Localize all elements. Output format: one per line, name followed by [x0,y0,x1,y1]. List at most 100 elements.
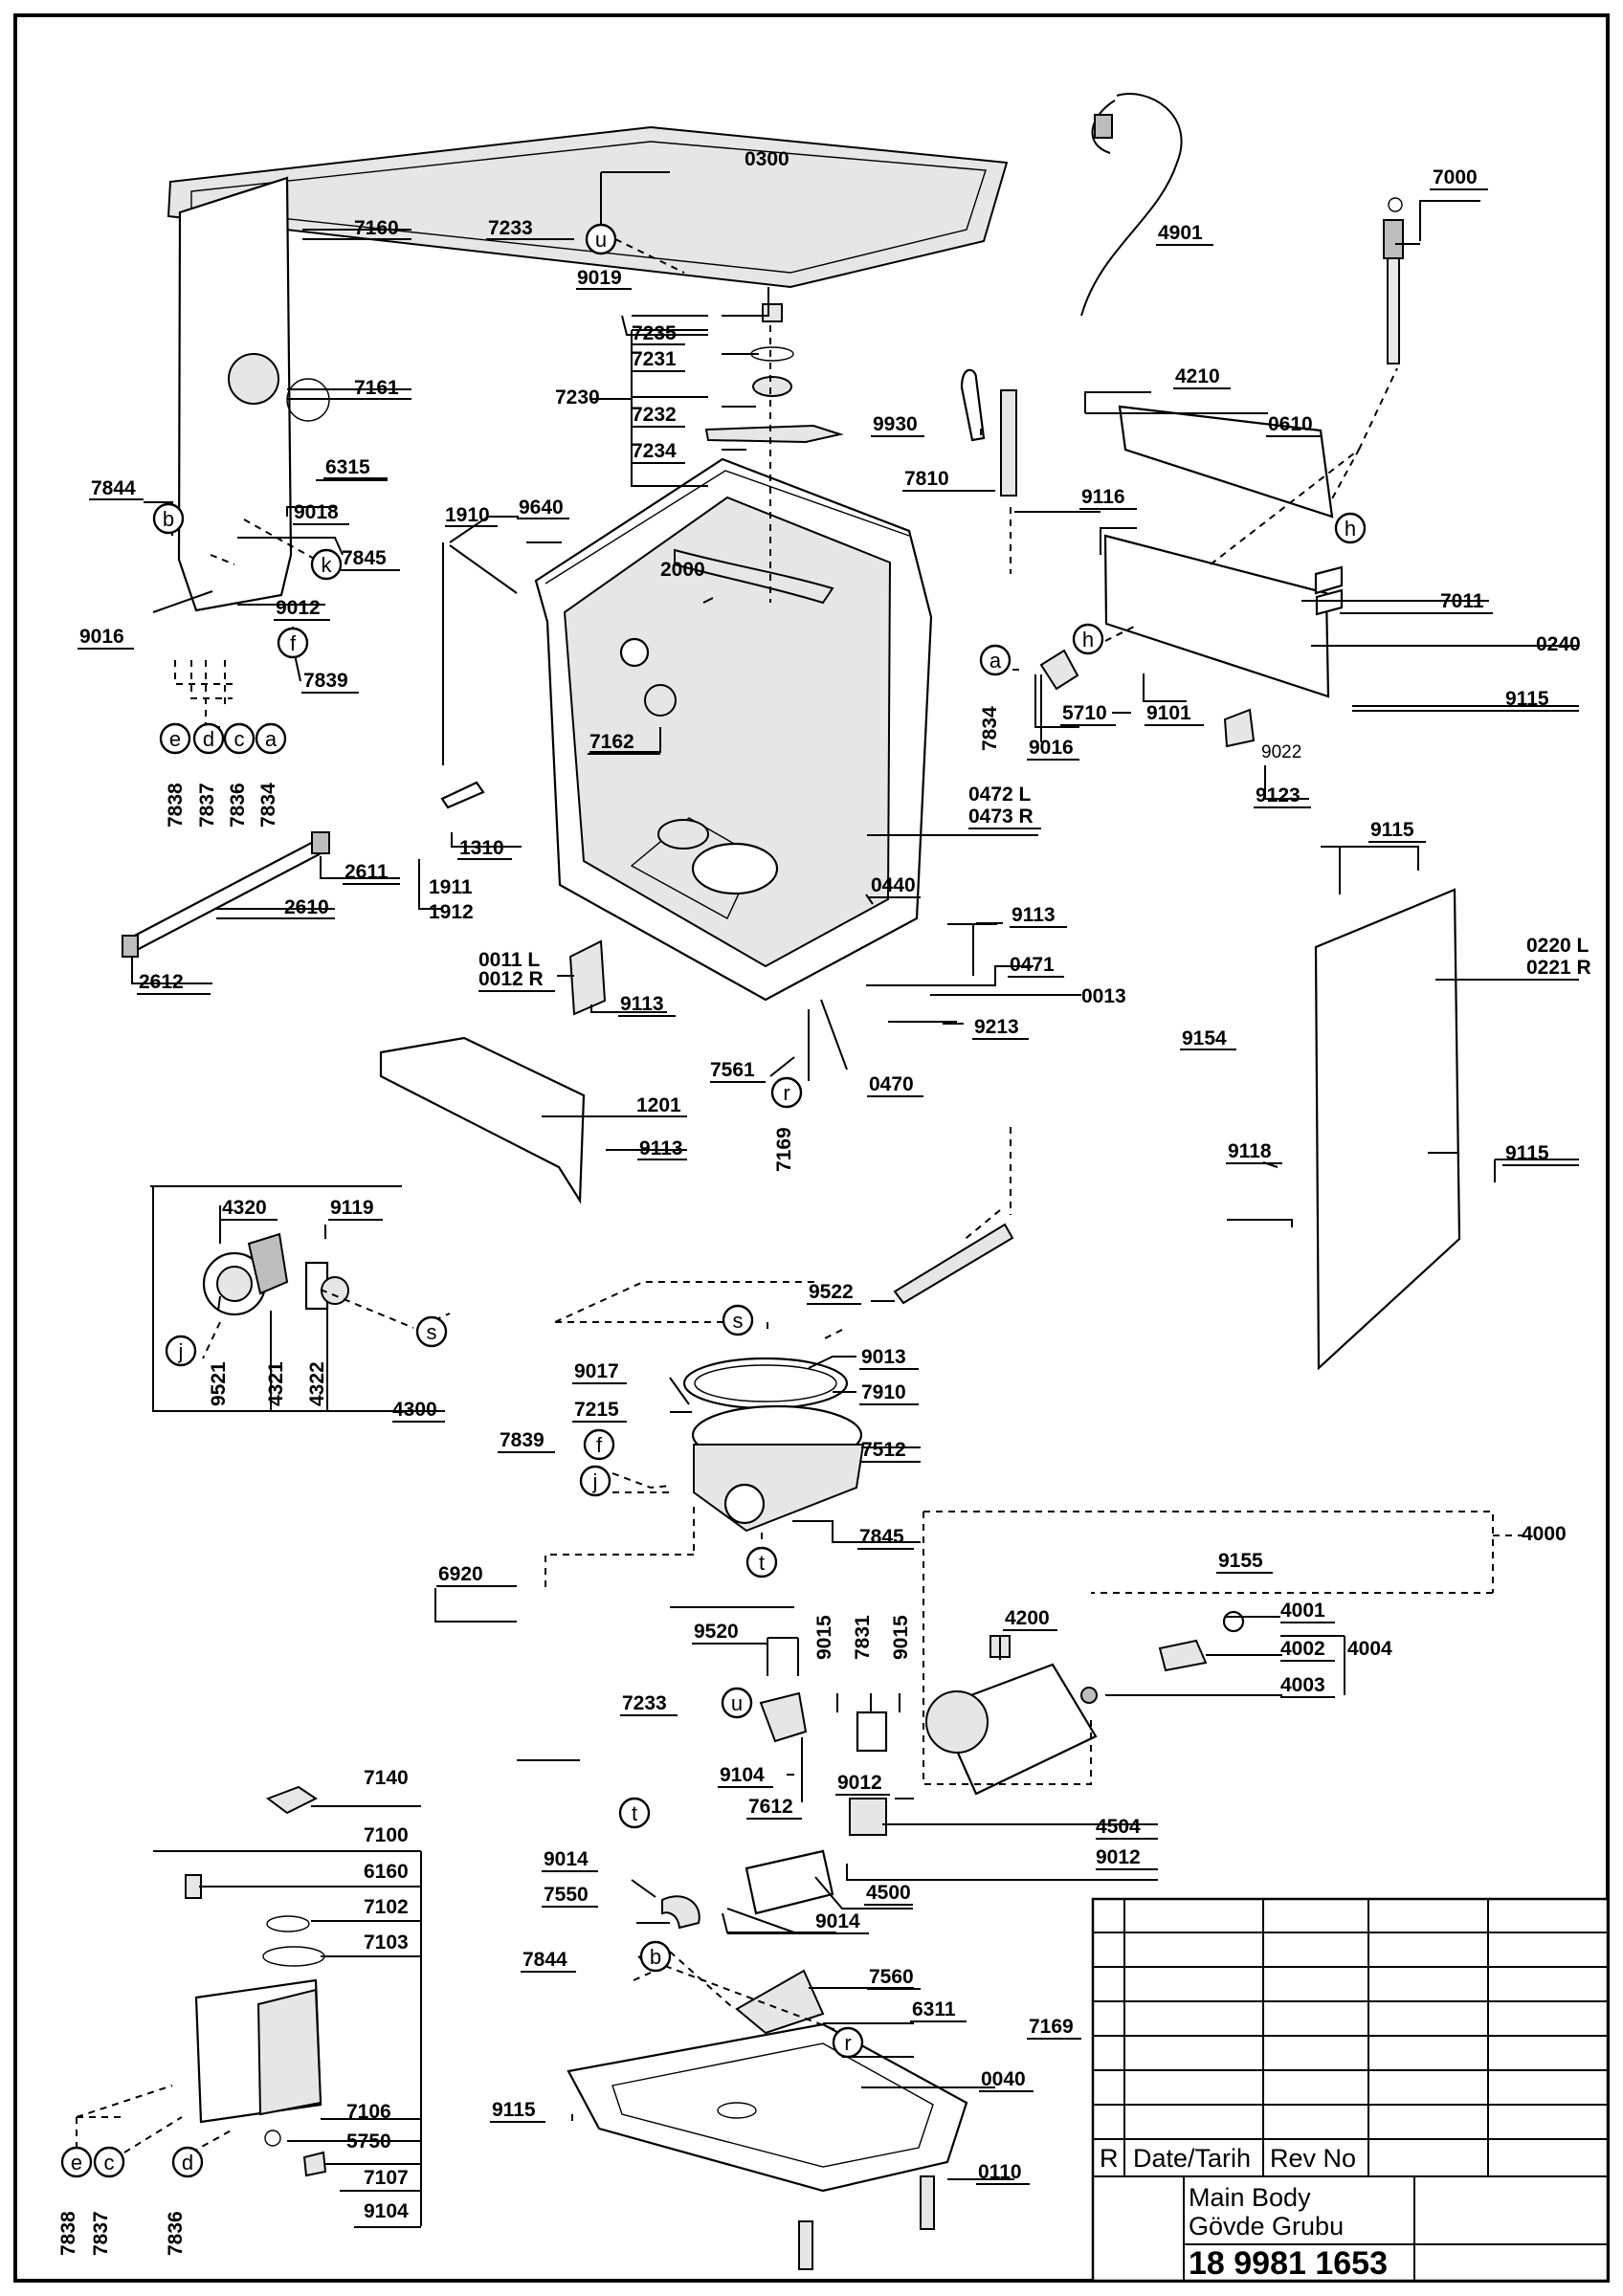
part-label: 9115 [492,2099,536,2121]
callout-j: j [579,1465,611,1497]
part-label: 9104 [720,1764,765,1786]
part-label: 0471 [1010,954,1055,976]
part-label: 1912 [429,901,474,923]
part-label: 9017 [574,1360,619,1382]
part-label: 9123 [1256,784,1301,806]
part-label: 7845 [342,547,387,569]
part-label: 5750 [346,2130,391,2152]
part-label: 0240 [1536,633,1581,655]
leader-lines [131,171,1579,2228]
part-label: 9016 [1029,737,1074,759]
part-label: 7838 [57,2211,79,2256]
svg-text:e: e [169,727,181,751]
svg-text:e: e [71,2151,82,2175]
part-label: 9521 [208,1361,230,1406]
title-block: R Date/Tarih Rev No Main Body Gövde Grub… [1091,1897,1610,2283]
part-label: 7000 [1433,166,1478,188]
svg-text:u: u [731,1691,743,1715]
part-label: 4901 [1158,222,1203,244]
part-label: 4003 [1280,1674,1325,1696]
part-label: 9016 [79,626,124,648]
callout-u: u [585,223,617,255]
callout-j: j [165,1335,197,1367]
part-label: 7233 [622,1692,667,1714]
part-label: 9012 [276,597,321,619]
part-label: 9115 [1505,1142,1549,1164]
part-label: 6315 [325,456,370,478]
label-underlines [78,188,1579,2185]
part-label: 7834 [257,783,279,828]
part-label: 0220 L [1526,935,1590,957]
part-label: 9115 [1505,688,1549,710]
part-label: 7844 [91,477,136,499]
part-label: 9930 [873,413,918,435]
part-label: 9101 [1146,702,1191,724]
part-label: 9155 [1218,1550,1263,1572]
part-label: 7845 [859,1526,904,1548]
callout-b: b [152,502,185,535]
part-label: 9522 [809,1281,854,1303]
svg-text:s: s [733,1309,744,1333]
callout-r: r [770,1076,803,1109]
part-label: 0472 L [968,784,1032,806]
part-label: 9014 [815,1910,860,1932]
svg-text:h: h [1345,517,1356,541]
part-label: 4300 [392,1399,437,1421]
callout-a: a [255,722,287,755]
part-shapes [122,93,1461,2270]
part-label: 9015 [890,1615,912,1660]
part-label: 7011 [1440,590,1484,612]
part-label: 4000 [1522,1523,1567,1545]
part-label: 9116 [1081,486,1125,508]
part-label: 7235 [632,322,677,344]
part-label: 9012 [837,1772,882,1794]
part-label: 7231 [632,348,677,370]
svg-text:j: j [178,1339,184,1363]
part-label: 7161 [354,377,399,399]
part-label: 9113 [1012,904,1056,926]
part-label: 7560 [869,1966,914,1988]
part-label: 4004 [1347,1638,1392,1660]
part-label: 4001 [1280,1600,1325,1622]
callout-circles: u b k f e d c a h a h r s j s f j t u t … [60,223,1367,2178]
part-label: 7103 [364,1932,409,1954]
callout-h: h [1072,623,1104,655]
part-label: 9113 [639,1137,683,1159]
callout-s: s [415,1315,448,1348]
svg-text:t: t [632,1801,637,1825]
part-label: 0110 [978,2161,1022,2183]
part-labels: 0300 7233 9019 7235 7231 7230 7232 7234 … [57,148,1591,2256]
callout-f: f [583,1428,615,1461]
part-label: 7837 [196,783,218,828]
part-label: 2612 [139,971,184,993]
part-label: 7836 [227,783,249,828]
part-label: 7234 [632,440,677,462]
svg-text:f: f [290,631,297,655]
part-label: 4320 [222,1197,267,1219]
part-label: 7233 [488,217,533,239]
svg-text:r: r [844,2031,851,2055]
part-label: 1310 [459,837,504,859]
part-label: 7102 [364,1896,409,1918]
callout-e: e [60,2146,93,2178]
revision-column-header: R [1100,2144,1119,2173]
part-label: 7230 [555,386,600,408]
part-label: 6160 [364,1861,409,1883]
part-label: 0300 [745,148,789,170]
part-label: 2610 [284,896,329,918]
part-label: 7910 [861,1381,906,1403]
part-label: 7100 [364,1824,409,1846]
callout-d: d [192,722,225,755]
svg-text:r: r [783,1081,789,1105]
callout-t: t [745,1546,778,1578]
part-label: 7839 [303,670,348,692]
svg-text:h: h [1082,628,1094,651]
part-label: 7561 [710,1059,755,1081]
part-label: 9115 [1370,819,1414,841]
part-label: 0440 [871,874,916,896]
part-label: 9118 [1228,1140,1272,1162]
part-label: 7160 [354,217,399,239]
date-column-header: Date/Tarih [1133,2144,1251,2173]
svg-text:b: b [163,507,174,531]
part-label: 4322 [306,1361,328,1406]
